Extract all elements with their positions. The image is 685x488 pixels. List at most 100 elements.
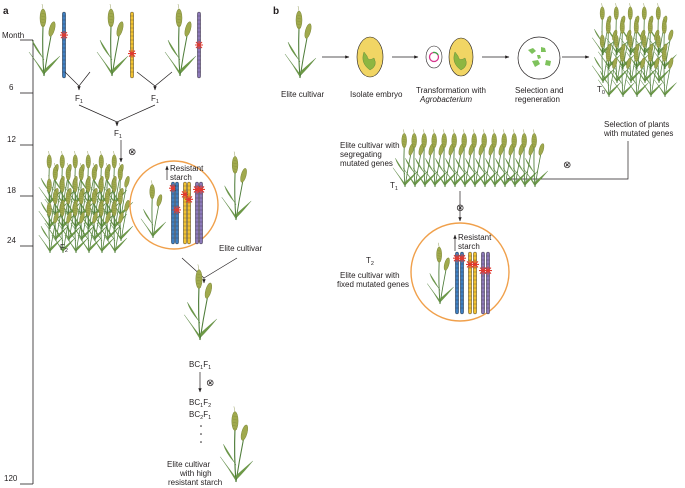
step-isolate-embryo: Isolate embryo: [350, 90, 403, 99]
wheat-plant-icon: [462, 129, 488, 188]
f2-plant-field: [38, 150, 134, 254]
label-f1-center: F1: [114, 129, 122, 140]
label-t0: T0: [597, 85, 605, 96]
wheat-plant-icon: [626, 45, 649, 98]
t0-plant-field: [592, 3, 677, 98]
wheat-plant-icon: [51, 198, 76, 254]
self-symbol: ⊗: [128, 147, 136, 158]
step-transformation-line2: Agrobacterium: [419, 95, 472, 104]
panel-b-letter: b: [273, 6, 279, 17]
wheat-plant-icon: [640, 45, 663, 98]
wheat-plant-icon: [90, 198, 115, 254]
continuation-dots: [200, 425, 202, 443]
wheat-plant-icon: [482, 129, 508, 188]
resistant-label-line1: Resistant: [170, 164, 204, 173]
final-label-line2: with high: [179, 469, 212, 478]
chromosome-yellow-icon: [181, 181, 189, 245]
t1-plant-row: [392, 129, 548, 188]
select-plants-line2: with mutated genes: [603, 129, 673, 138]
wheat-plant-icon: [77, 198, 102, 254]
fixed-line1: Elite cultivar with: [340, 271, 400, 280]
return-arrow: [506, 141, 629, 181]
tick-24: 24: [7, 236, 16, 245]
chromosome-blue-icon: [458, 251, 466, 315]
chromosome-yellow-icon: [185, 181, 193, 245]
final-label-line3: resistant starch: [168, 478, 222, 487]
agrobacterium-icon: [425, 45, 443, 69]
step-elite-cultivar: Elite cultivar: [281, 90, 324, 99]
label-bc1f2: BC1F2: [189, 398, 211, 409]
elite-cultivar-label: Elite cultivar: [219, 244, 262, 253]
label-bc2f1: BC2F1: [189, 410, 211, 421]
tick-12: 12: [7, 135, 16, 144]
wheat-plant-icon: [220, 406, 253, 483]
step-selection-line1: Selection and: [515, 86, 563, 95]
wheat-plant-icon: [442, 129, 468, 188]
segregating-line2: segregating: [340, 150, 382, 159]
self-symbol: ⊗: [456, 203, 464, 214]
chromosome-purple-icon: [484, 251, 492, 315]
fixed-mutation-circle: [410, 222, 510, 322]
tick-18: 18: [7, 186, 16, 195]
label-t1: T1: [390, 181, 398, 192]
panel-a-letter: a: [3, 6, 9, 17]
wheat-plant-icon: [422, 129, 448, 188]
chromosome-blue-icon: [173, 181, 181, 245]
step-selection-line2: regeneration: [515, 95, 560, 104]
label-t2: T2: [366, 256, 374, 267]
resistant-b-line1: Resistant: [458, 233, 492, 242]
embryo-icon: [448, 37, 474, 77]
wheat-plant-icon: [284, 5, 317, 79]
wheat-plant-icon: [221, 151, 252, 221]
chromosome-blue-icon: [169, 181, 177, 245]
cross-lines: [181, 257, 238, 279]
wheat-plant-icon: [598, 45, 621, 98]
self-symbol: ⊗: [206, 378, 214, 389]
self-symbol: ⊗: [563, 160, 571, 171]
cross-lines: [78, 104, 156, 123]
selection-circle: [129, 160, 219, 250]
axis-title: Month: [2, 31, 24, 40]
wheat-plant-icon: [103, 198, 128, 254]
segregating-line1: Elite cultivar with: [340, 141, 400, 150]
time-axis: Month 6 12 18 24 120: [2, 31, 34, 485]
wheat-plant-icon: [184, 264, 217, 341]
panel-a: a Month 6 12 18 24 120 F1: [2, 3, 262, 487]
resistant-b-line2: starch: [458, 242, 480, 251]
wheat-plant-icon: [164, 3, 197, 77]
wheat-plant-icon: [140, 180, 166, 239]
wheat-plant-icon: [109, 186, 134, 242]
wheat-plant-icon: [28, 3, 61, 77]
select-plants-line1: Selection of plants: [604, 120, 669, 129]
wheat-plant-icon: [512, 129, 538, 188]
wheat-plant-icon: [522, 129, 548, 188]
label-bc1f1: BC1F1: [189, 360, 211, 371]
wheat-plant-icon: [654, 45, 677, 98]
chromosome-purple-icon: [197, 181, 205, 245]
fixed-line2: fixed mutated genes: [337, 280, 409, 289]
cross-lines: [64, 71, 91, 87]
petri-dish-icon: [517, 36, 561, 80]
cross-lines: [136, 71, 173, 87]
label-f1-right: F1: [151, 94, 159, 105]
embryo-icon: [356, 36, 384, 78]
tick-120: 120: [4, 474, 18, 483]
wheat-plant-icon: [612, 45, 635, 98]
chromosome-yellow-icon: [466, 251, 474, 315]
chromosome-blue-icon: [453, 251, 461, 315]
step-transformation-line1: Transformation with: [416, 86, 486, 95]
wheat-plant-icon: [38, 198, 63, 254]
label-f2: F2: [60, 243, 68, 254]
chromosome-yellow-icon: [128, 11, 136, 79]
panel-b: b Elite cultivar Isolate embryo Transfor…: [273, 3, 677, 322]
chromosome-purple-icon: [479, 251, 487, 315]
final-label-line1: Elite cultivar: [167, 460, 210, 469]
tick-6: 6: [9, 83, 14, 92]
chromosome-yellow-icon: [471, 251, 479, 315]
chromosome-blue-icon: [60, 11, 68, 79]
segregating-line3: mutated genes: [340, 159, 393, 168]
wheat-plant-icon: [427, 242, 454, 305]
label-f1-left: F1: [75, 94, 83, 105]
resistant-label-line2: starch: [170, 173, 192, 182]
